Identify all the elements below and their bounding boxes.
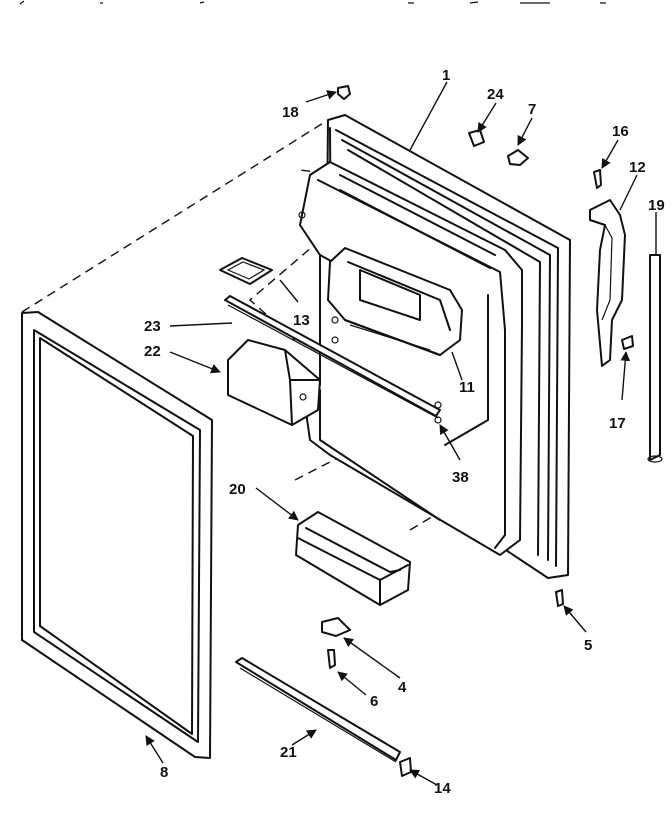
callout-21: 21 — [280, 744, 297, 761]
butter-compartment — [227, 339, 321, 426]
door-bin — [295, 511, 411, 606]
leader-lines — [145, 81, 657, 786]
callout-19: 19 — [648, 197, 665, 214]
callout-labels: 1 24 7 18 16 12 19 13 23 22 11 17 38 20 … — [144, 67, 665, 797]
callout-8: 8 — [160, 764, 168, 781]
bottom-hinge — [321, 617, 351, 637]
callout-5: 5 — [584, 637, 592, 654]
door-handle — [589, 199, 626, 367]
door-stop — [507, 149, 529, 166]
hinge-pin-screw — [555, 589, 564, 607]
callout-24: 24 — [487, 86, 504, 103]
callout-11: 11 — [459, 379, 475, 396]
callout-13: 13 — [293, 312, 310, 329]
callout-18: 18 — [282, 104, 299, 121]
callout-17: 17 — [609, 415, 626, 432]
callout-38: 38 — [452, 469, 469, 486]
handle-screw — [593, 169, 602, 189]
top-hinge-screw — [337, 85, 351, 100]
callout-23: 23 — [144, 318, 161, 335]
callout-20: 20 — [229, 481, 246, 498]
top-edge-marks — [19, 0, 606, 5]
callout-7: 7 — [528, 101, 536, 118]
shelf-retainer-bar — [224, 295, 441, 419]
callout-22: 22 — [144, 343, 161, 360]
callout-14: 14 — [434, 780, 451, 797]
trim-end-clip — [399, 757, 412, 777]
door-gasket — [21, 311, 213, 759]
hinge-cap — [468, 129, 485, 147]
callout-1: 1 — [442, 67, 450, 84]
callout-16: 16 — [612, 123, 629, 140]
handle-screw-lower — [621, 335, 634, 350]
handle-trim-strip — [647, 254, 663, 463]
callout-4: 4 — [398, 679, 407, 696]
dairy-compartment — [327, 247, 463, 356]
callout-12: 12 — [629, 159, 646, 176]
hardware — [321, 85, 634, 777]
bottom-trim — [235, 657, 401, 763]
hinge-screw-lower — [327, 649, 336, 669]
door-lid — [219, 257, 273, 285]
callout-6: 6 — [370, 693, 378, 710]
